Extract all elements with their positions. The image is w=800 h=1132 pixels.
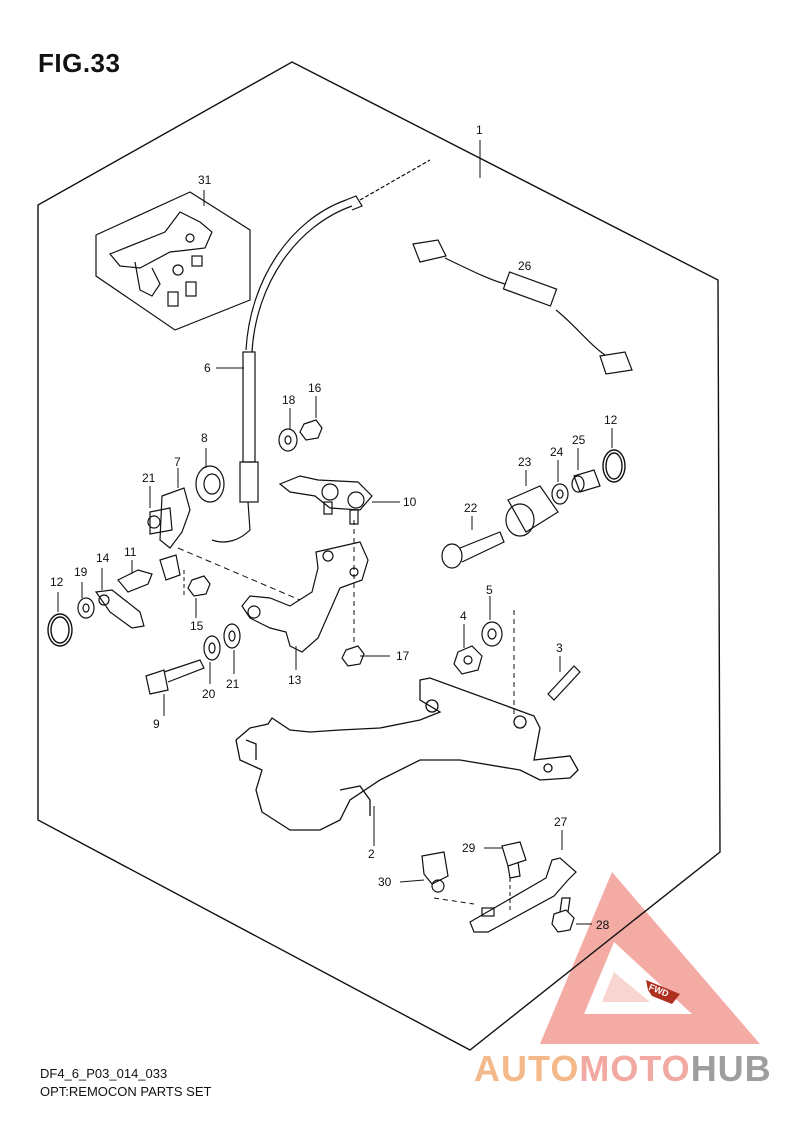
- callout-31: 31: [198, 173, 212, 187]
- part-14-joint: [94, 589, 145, 629]
- part-17-nut: [341, 645, 365, 667]
- part-12-ring-left: [47, 613, 73, 647]
- part-6-cable: [211, 159, 431, 543]
- callout-23: 23: [518, 455, 532, 469]
- callout-17: 17: [396, 649, 410, 663]
- part-18-16: [278, 419, 323, 452]
- callout-30: 30: [378, 875, 392, 889]
- watermark-part-b: MOTO: [579, 1048, 691, 1089]
- part-15-nut: [187, 575, 211, 597]
- callout-3: 3: [556, 641, 563, 655]
- part-12-ring-right: [602, 449, 626, 483]
- part-29-clip: [501, 841, 527, 879]
- callout-15: 15: [190, 619, 204, 633]
- inset-box: [95, 191, 251, 331]
- figure-title: FIG.33: [38, 48, 121, 78]
- callout-11: 11: [124, 545, 137, 559]
- callout-7: 7: [174, 455, 181, 469]
- callout-18: 18: [282, 393, 296, 407]
- part-9-bolt: [145, 659, 205, 695]
- part-24-washer: [551, 483, 569, 505]
- part-3-stud: [547, 665, 581, 701]
- callout-8: 8: [201, 431, 208, 445]
- part-10-bracket: [278, 475, 373, 525]
- callout-12-left: 12: [50, 575, 64, 589]
- callout-22: 22: [464, 501, 478, 515]
- part-2-main-bracket: [235, 677, 579, 831]
- watermark-part-a: AUTO: [474, 1048, 580, 1089]
- part-25-spacer: [571, 469, 601, 493]
- callout-6: 6: [204, 361, 211, 375]
- part-27-bracket: [469, 857, 577, 933]
- callout-24: 24: [550, 445, 564, 459]
- callout-20: 20: [202, 687, 216, 701]
- part-28-bolt: [551, 897, 575, 933]
- callout-29: 29: [462, 841, 476, 855]
- part-19-washer: [77, 597, 95, 619]
- callout-25: 25: [572, 433, 586, 447]
- callout-27: 27: [554, 815, 568, 829]
- callout-26: 26: [518, 259, 532, 273]
- callout-28: 28: [596, 918, 610, 932]
- callout-9: 9: [153, 717, 160, 731]
- part-20-21-washers: [203, 623, 241, 661]
- part-4-5: [453, 621, 503, 675]
- part-13-plate: [241, 541, 369, 653]
- figure-code: DF4_6_P03_014_033: [40, 1066, 168, 1081]
- callout-labels: 1 2 3 4 5 6 7 8 9 10 11 12 12 13 14 15 1…: [50, 123, 618, 932]
- part-31-bracket: [109, 211, 213, 307]
- callout-5: 5: [486, 583, 493, 597]
- part-26-harness: [412, 239, 633, 375]
- callout-1: 1: [476, 123, 483, 137]
- watermark-part-c: HUB: [690, 1048, 772, 1089]
- part-23-collar: [505, 485, 559, 537]
- kit-outline: [37, 61, 721, 1051]
- callout-14: 14: [96, 551, 110, 565]
- callout-16: 16: [308, 381, 322, 395]
- callout-12-right: 12: [604, 413, 618, 427]
- callout-19: 19: [74, 565, 88, 579]
- part-22-pin: [441, 531, 505, 569]
- figure-caption: OPT:REMOCON PARTS SET: [40, 1084, 212, 1099]
- leader-lines: [57, 140, 613, 925]
- callout-10: 10: [403, 495, 417, 509]
- part-30-clip: [421, 851, 449, 893]
- part-7-8-bracket: [147, 465, 225, 581]
- watermark-triangle: [540, 872, 760, 1044]
- callout-21-lower: 21: [226, 677, 240, 691]
- callout-13: 13: [288, 673, 302, 687]
- callout-2: 2: [368, 847, 375, 861]
- watermark-logo: AUTOMOTOHUB: [474, 1048, 772, 1090]
- callout-21-upper: 21: [142, 471, 156, 485]
- callout-4: 4: [460, 609, 467, 623]
- part-11-stud: [117, 569, 153, 593]
